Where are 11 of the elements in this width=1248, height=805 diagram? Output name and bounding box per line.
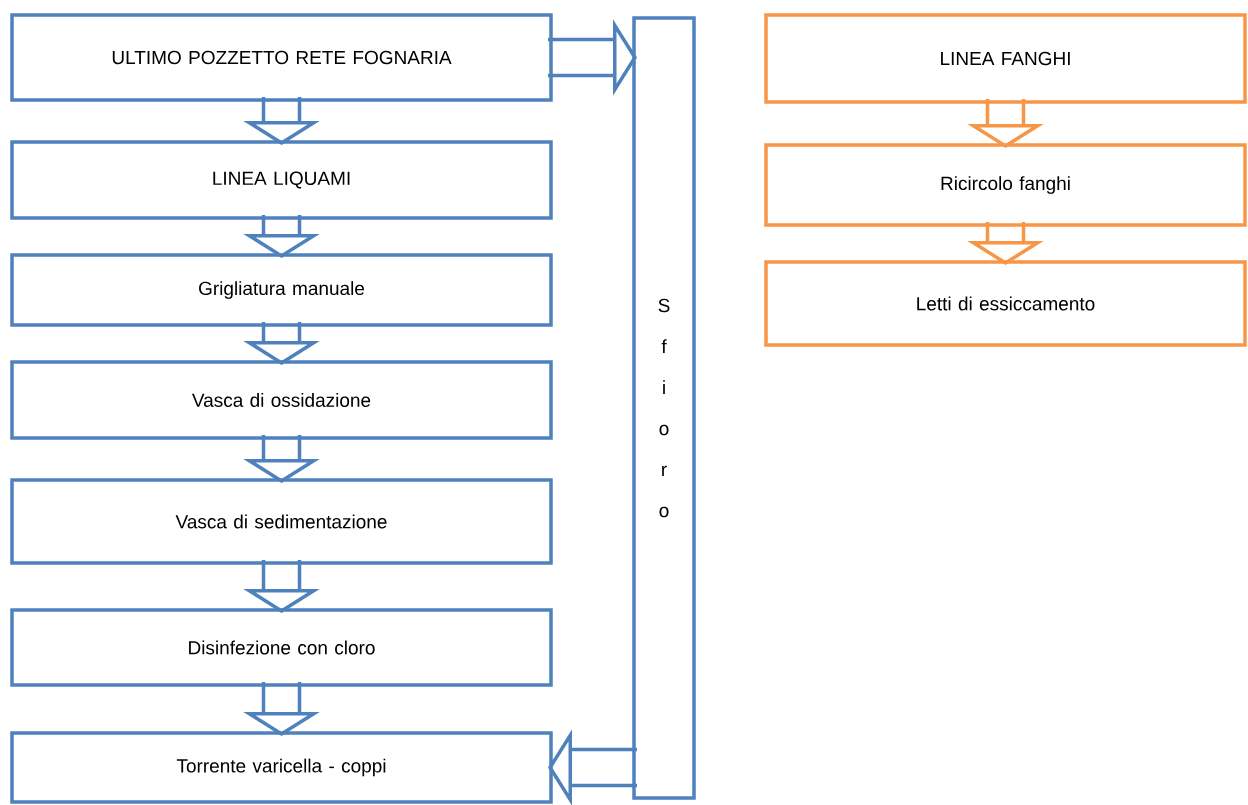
process-box: Letti di essiccamento: [764, 260, 1247, 347]
process-box: Disinfezione con cloro: [10, 608, 553, 687]
process-box: Ricircolo fanghi: [764, 143, 1247, 227]
side-bar: Sfioro: [632, 16, 696, 800]
process-box: Vasca di ossidazione: [10, 360, 553, 440]
process-box: Grigliatura manuale: [10, 253, 553, 327]
process-box: ULTIMO POZZETTO RETE FOGNARIA: [10, 13, 553, 102]
process-box: Vasca di sedimentazione: [10, 478, 553, 565]
process-box: Torrente varicella - coppi: [10, 731, 553, 804]
process-box: LINEA FANGHI: [764, 13, 1247, 104]
process-box: LINEA LIQUAMI: [10, 140, 553, 220]
